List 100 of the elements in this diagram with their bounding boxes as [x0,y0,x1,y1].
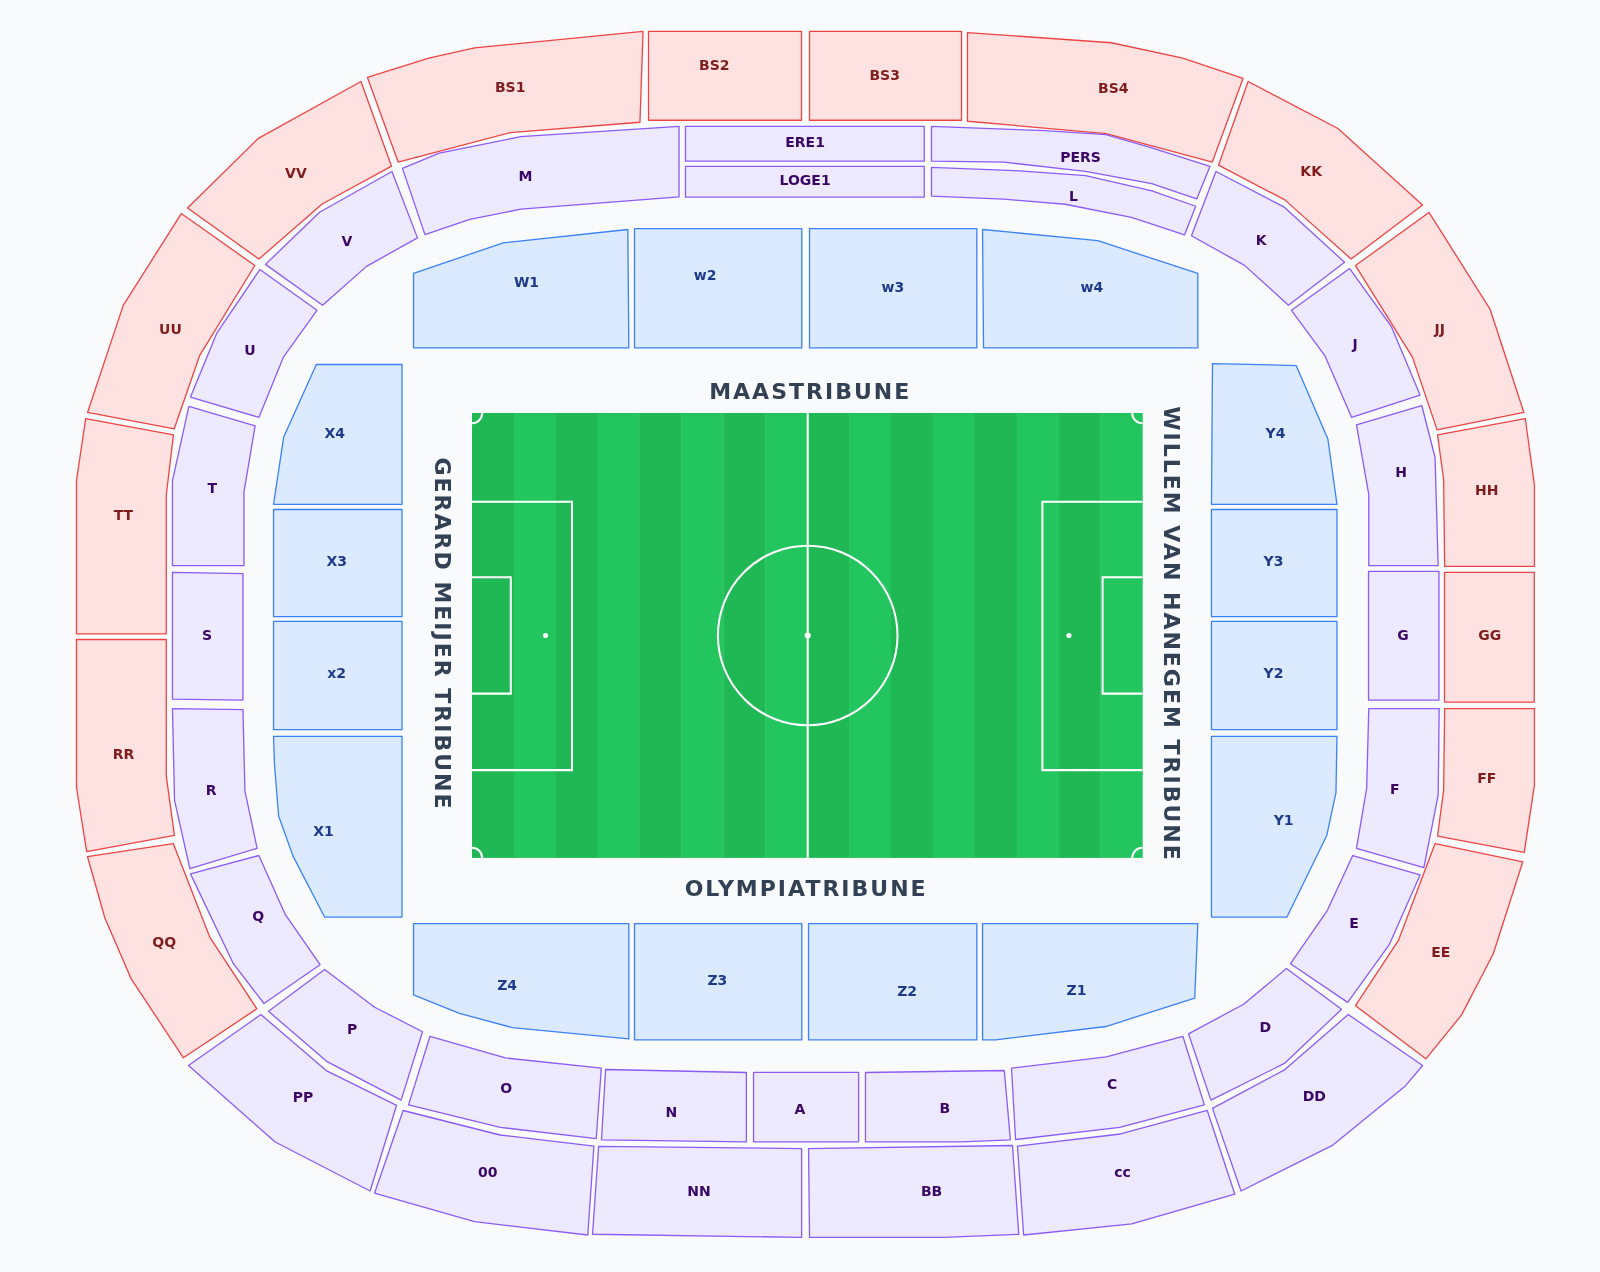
section-label: Y2 [1263,666,1284,683]
seating-section [1009,1035,1206,1142]
section-label: VV [285,166,307,183]
seating-section [75,416,175,636]
seating-section [373,1108,596,1237]
seating-section [271,619,404,732]
seating-section [930,165,1198,237]
stand-name: MAASTRIBUNE [709,379,912,404]
section-label: Z4 [497,978,518,994]
seating-section [1209,735,1339,919]
section-label: C [1107,1077,1118,1093]
section-label: D [1259,1019,1272,1036]
seating-section [1366,569,1441,702]
section-label: V [341,234,353,250]
seating-section [365,30,645,164]
seating-section [411,228,631,350]
seating-section [1436,416,1537,568]
seating-section [684,164,926,199]
section-label: F [1390,782,1400,798]
seating-section [170,706,259,870]
seating-section [807,227,978,350]
section-label: cc [1114,1165,1131,1182]
section-label: ERE1 [785,135,825,151]
section-label: 00 [478,1165,498,1182]
section-label: L [1069,189,1078,205]
section-label: BB [920,1184,943,1200]
section-label: U [244,343,256,359]
section-label: FF [1477,770,1497,787]
section-label: Z1 [1066,983,1087,999]
section-label: EE [1431,945,1451,961]
seating-section [751,1070,860,1144]
seating-section [806,1144,1020,1240]
seating-section [263,169,419,307]
seating-section [863,1068,1012,1144]
section-label: BS3 [869,67,900,84]
section-label: QQ [152,935,177,951]
seating-section [406,1035,603,1141]
seating-section [1216,80,1424,261]
section-label: T [207,481,217,497]
seating-section [1436,706,1537,854]
seating-section [271,362,404,506]
section-label: N [665,1105,678,1121]
stand-name: OLYMPIATRIBUNE [684,876,928,901]
section-label: DD [1302,1089,1326,1105]
section-label: Z3 [707,972,728,989]
section-label: w2 [693,267,717,284]
seating-section [965,31,1245,164]
section-label: LOGE1 [779,172,831,189]
stand-name: GERARD MEIJER TRIBUNE [429,457,454,811]
section-label: PP [292,1090,314,1106]
section-label: PERS [1060,150,1101,166]
section-label: Q [252,909,265,925]
seating-section [1209,361,1339,506]
seating-section [1209,619,1339,732]
section-label: w4 [1080,280,1104,296]
section-label: Y1 [1273,813,1294,830]
section-label: w3 [881,280,905,296]
section-label: S [202,628,213,644]
seating-section [591,1145,804,1240]
section-label: BS1 [494,80,526,96]
stand-name: WILLEM VAN HANEGEM TRIBUNE [1159,405,1184,862]
section-label: B [939,1101,951,1117]
seating-section [266,967,424,1102]
section-label: GG [1478,628,1502,644]
seating-section [633,227,804,350]
seating-section [684,125,926,163]
section-label: X3 [326,554,347,570]
section-label: J [1352,337,1358,353]
section-label: H [1395,465,1407,482]
seating-section [981,921,1200,1042]
seating-section [1289,853,1422,1004]
seating-section [271,507,404,618]
section-label: K [1255,233,1267,249]
seating-section [1354,403,1440,567]
section-label: UU [159,321,182,338]
seating-section [75,638,176,854]
seating-section [1209,507,1339,618]
section-label: G [1397,628,1409,644]
seating-section [599,1067,748,1144]
section-label: HH [1475,483,1499,499]
seating-section [411,921,631,1041]
section-label: TT [113,508,134,524]
section-label: JJ [1434,321,1445,338]
seating-section [189,853,322,1005]
seating-section [647,30,804,122]
section-label: Z2 [897,984,918,1000]
section-label: E [1349,916,1359,933]
section-label: A [794,1102,806,1118]
seating-section [187,1012,399,1193]
section-label: R [205,783,217,799]
seating-section [1210,1012,1424,1193]
seating-section [170,570,245,702]
section-label: RR [112,747,135,763]
seating-section [400,125,681,237]
section-label: Y4 [1265,425,1286,442]
seating-section [170,404,257,567]
section-label: BS4 [1098,81,1129,97]
seating-section [930,125,1212,201]
seating-section [271,735,404,919]
section-label: M [518,168,533,185]
